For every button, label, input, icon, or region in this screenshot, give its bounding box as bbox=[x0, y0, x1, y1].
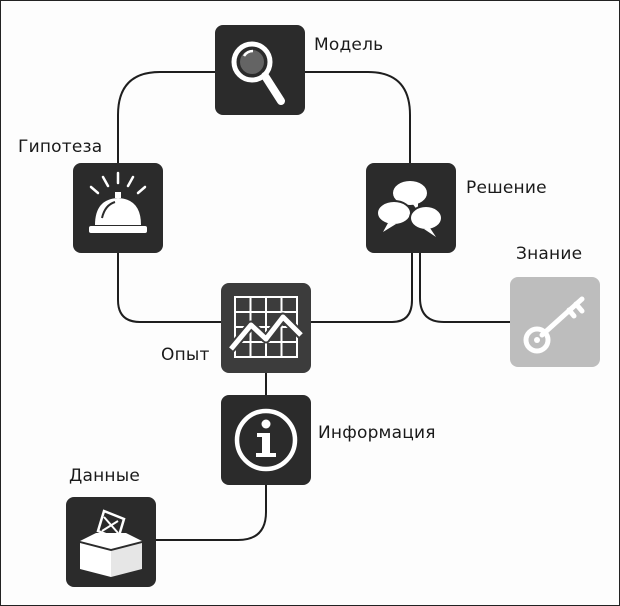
data-node bbox=[66, 497, 156, 587]
connector-information-data bbox=[156, 482, 267, 541]
information-node bbox=[221, 395, 311, 485]
decision-node bbox=[366, 163, 456, 253]
information-label: Информация bbox=[318, 423, 436, 443]
knowledge-label: Знание bbox=[516, 244, 583, 264]
model-node bbox=[215, 25, 305, 115]
hypothesis-label: Гипотеза bbox=[18, 137, 103, 157]
speech-bubbles-icon bbox=[376, 181, 443, 237]
model-label: Модель bbox=[314, 35, 384, 55]
connector-hypothesis-experience bbox=[117, 250, 222, 323]
connector-hypothesis-model bbox=[117, 71, 215, 165]
key-icon bbox=[523, 296, 585, 354]
box-icon bbox=[80, 509, 142, 577]
hypothesis-node bbox=[73, 163, 163, 253]
knowledge-node bbox=[510, 277, 600, 367]
data-label: Данные bbox=[69, 466, 141, 486]
experience-node bbox=[221, 283, 311, 373]
chart-icon bbox=[227, 296, 305, 358]
connector-model-decision bbox=[305, 71, 411, 165]
magnifier-icon bbox=[231, 41, 285, 105]
connector-experience-decision bbox=[308, 250, 413, 323]
service-bell-icon bbox=[89, 171, 147, 233]
experience-label: Опыт bbox=[161, 345, 210, 365]
connector-decision-knowledge bbox=[419, 250, 510, 323]
info-icon bbox=[234, 408, 298, 472]
decision-label: Решение bbox=[466, 178, 547, 198]
